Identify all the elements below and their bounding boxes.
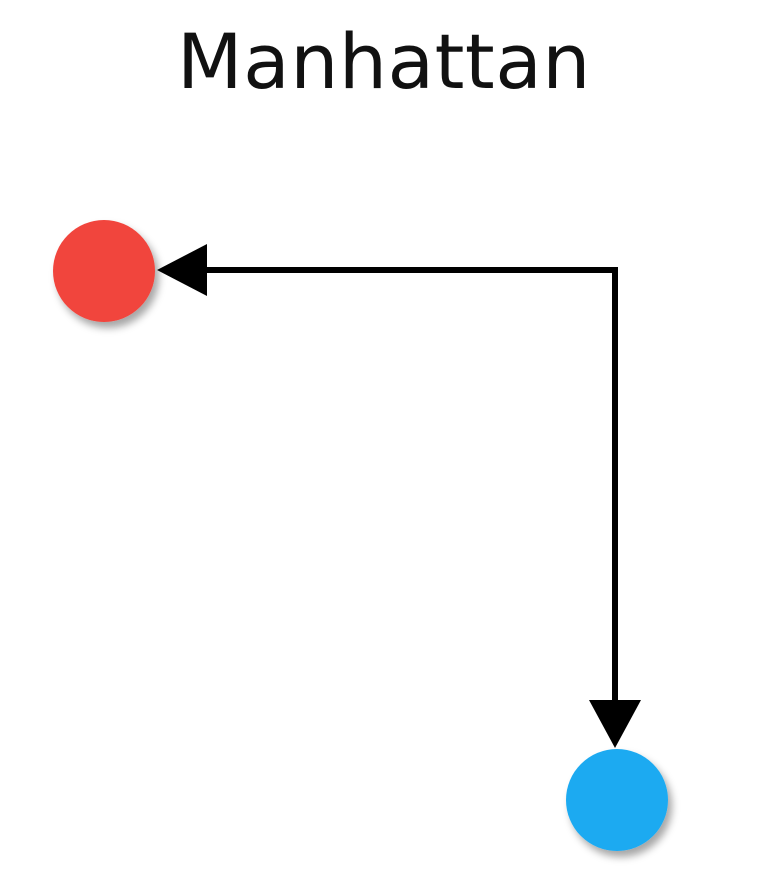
diagram-title: Manhattan bbox=[177, 17, 591, 106]
end-point bbox=[566, 749, 668, 851]
arrowhead-left bbox=[157, 244, 207, 296]
arrowhead-down bbox=[589, 700, 641, 748]
start-point bbox=[53, 220, 155, 322]
